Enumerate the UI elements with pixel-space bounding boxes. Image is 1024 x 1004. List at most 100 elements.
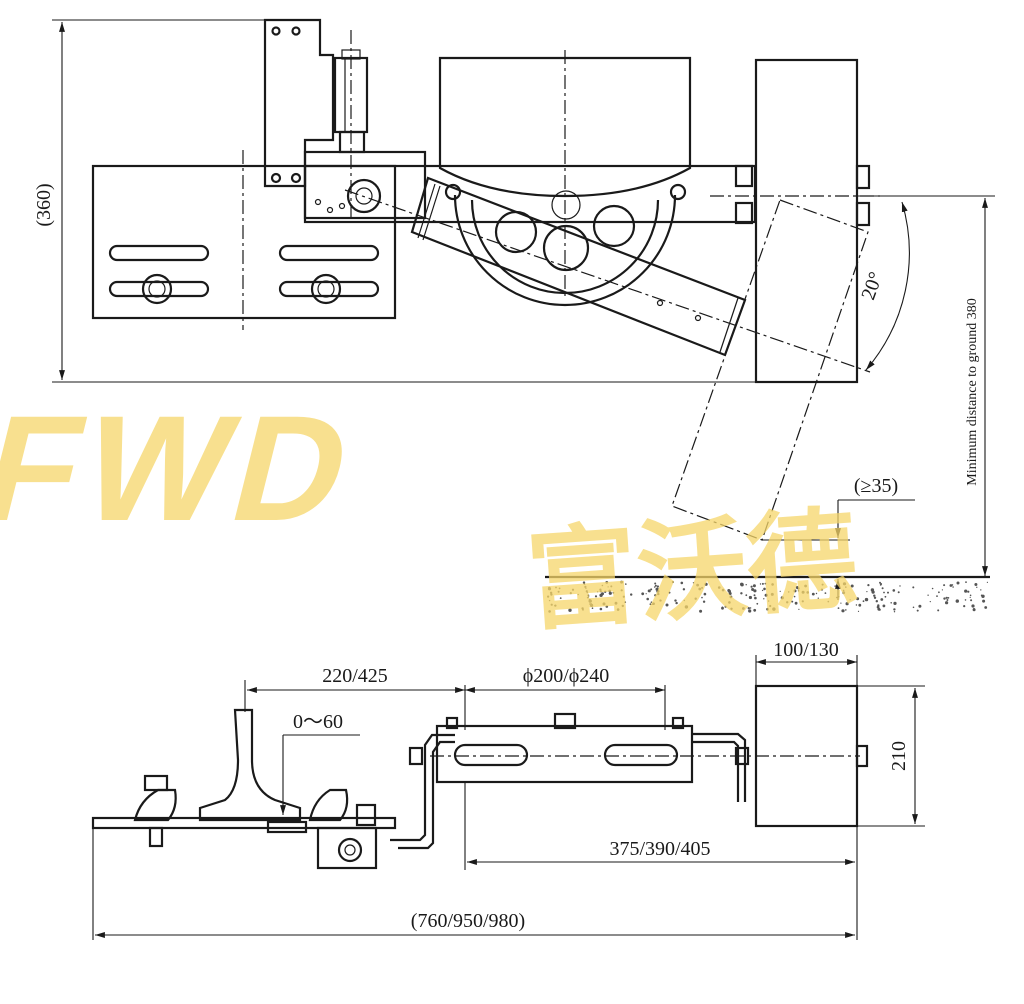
gravel-dot [721,606,724,610]
gravel-dot [875,600,878,603]
gravel-dot [717,586,721,589]
gravel-dot [704,582,708,586]
right-bracket [692,732,750,802]
dim-phi: ϕ200/ϕ240 [465,665,666,730]
gravel-dot [624,601,627,604]
dim-total-label: (760/950/980) [411,910,525,932]
gravel-dot [645,593,647,595]
gravel-dot [591,607,594,609]
gravel-dot [845,609,847,611]
gravel-dot [841,609,845,613]
gravel-dot [599,590,602,593]
gravel-dot [897,591,900,594]
gravel-dot [577,593,579,596]
gravel-dot [682,588,686,591]
gravel-dot [912,606,915,609]
gravel-dot [955,599,959,603]
gravel-dot [701,586,704,589]
gravel-dot [770,592,774,596]
gravel-dot [647,590,650,592]
gravel-dot [880,598,884,601]
gravel-dot [879,581,881,584]
gravel-dot [759,583,762,585]
gravel-dot [684,605,689,609]
gravel-dot [740,582,744,586]
gravel-dot [748,595,753,600]
gravel-dot [696,583,699,587]
gravel-dot [943,597,946,600]
dim-375-label: 375/390/405 [609,838,710,860]
gravel-dot [753,608,757,612]
gravel-dot [941,589,944,591]
gravel-dot [771,583,774,586]
gravel-dot [795,586,799,589]
gravel-dot [752,584,756,588]
height-dimension: (360) [33,19,760,383]
gravel-dot [749,607,752,609]
gravel-dot [786,601,789,604]
gravel-dot [585,590,588,593]
gravel-dot [780,596,784,600]
gravel-dot [794,601,798,605]
ground-note-label: Minimum distance to ground 380 [965,298,980,485]
gravel-dot [721,588,725,592]
gravel-dot [683,599,685,602]
gravel-dot [620,589,623,592]
gravel-dot [675,601,678,605]
gravel-dot [883,591,885,594]
gravel-dot [654,584,657,587]
gravel-dot [569,592,572,595]
top-view: (360) [33,18,995,613]
gravel-dot [973,607,975,610]
gravel-dot [730,607,733,610]
gravel-dot [587,594,590,597]
gravel-dot [983,601,985,603]
gravel-dot [936,595,938,597]
gravel-dot [834,585,836,587]
gravel-dot [892,589,896,592]
gravel-dot [974,583,978,586]
gravel-dot [582,608,584,611]
gravel-dot [668,591,671,594]
gravel-dot [547,587,552,591]
left-mounting-plate [91,150,397,330]
gravel-dot [837,607,840,609]
gravel-dot [698,587,702,591]
gravel-dot [754,596,757,600]
gravel-dot [703,592,707,596]
gravel-dot [616,608,620,611]
gravel-dot [745,594,748,597]
gravel-dot [699,609,703,613]
slot-right [278,244,380,305]
gravel-dot [558,587,561,590]
gravel-dot [612,591,615,594]
gravel-dot [842,589,845,592]
dim-phi-label: ϕ200/ϕ240 [523,665,610,687]
gravel-dot [599,588,602,591]
gravel-dot [963,605,966,608]
dim-220-425-label: 220/425 [322,665,388,687]
gravel-dot [945,596,948,599]
gravel-dot [650,601,653,603]
gravel-dot [931,587,934,590]
gravel-dot [767,600,770,602]
angle-dim-label: 20° [857,269,887,303]
gravel-dot [548,599,551,602]
gravel-dot [586,591,588,594]
watermark-chinese: 富沃德 [523,498,861,644]
gravel-dot [547,595,550,598]
gravel-dot [649,603,652,606]
gravel-dot [815,592,818,595]
gravel-dot [918,604,922,608]
ground-line [545,575,990,613]
gravel-dot [890,602,892,604]
clearance-dim-label: (≥35) [854,475,898,497]
dim-100-130-label: 100/130 [773,639,839,661]
gravel-dot [550,603,553,606]
gravel-dot [947,597,950,599]
dim-210: 210 [857,685,925,827]
gravel-dot [842,582,847,586]
gravel-dot [568,608,572,612]
sweeper-block [754,684,869,828]
gravel-dot [761,582,764,585]
